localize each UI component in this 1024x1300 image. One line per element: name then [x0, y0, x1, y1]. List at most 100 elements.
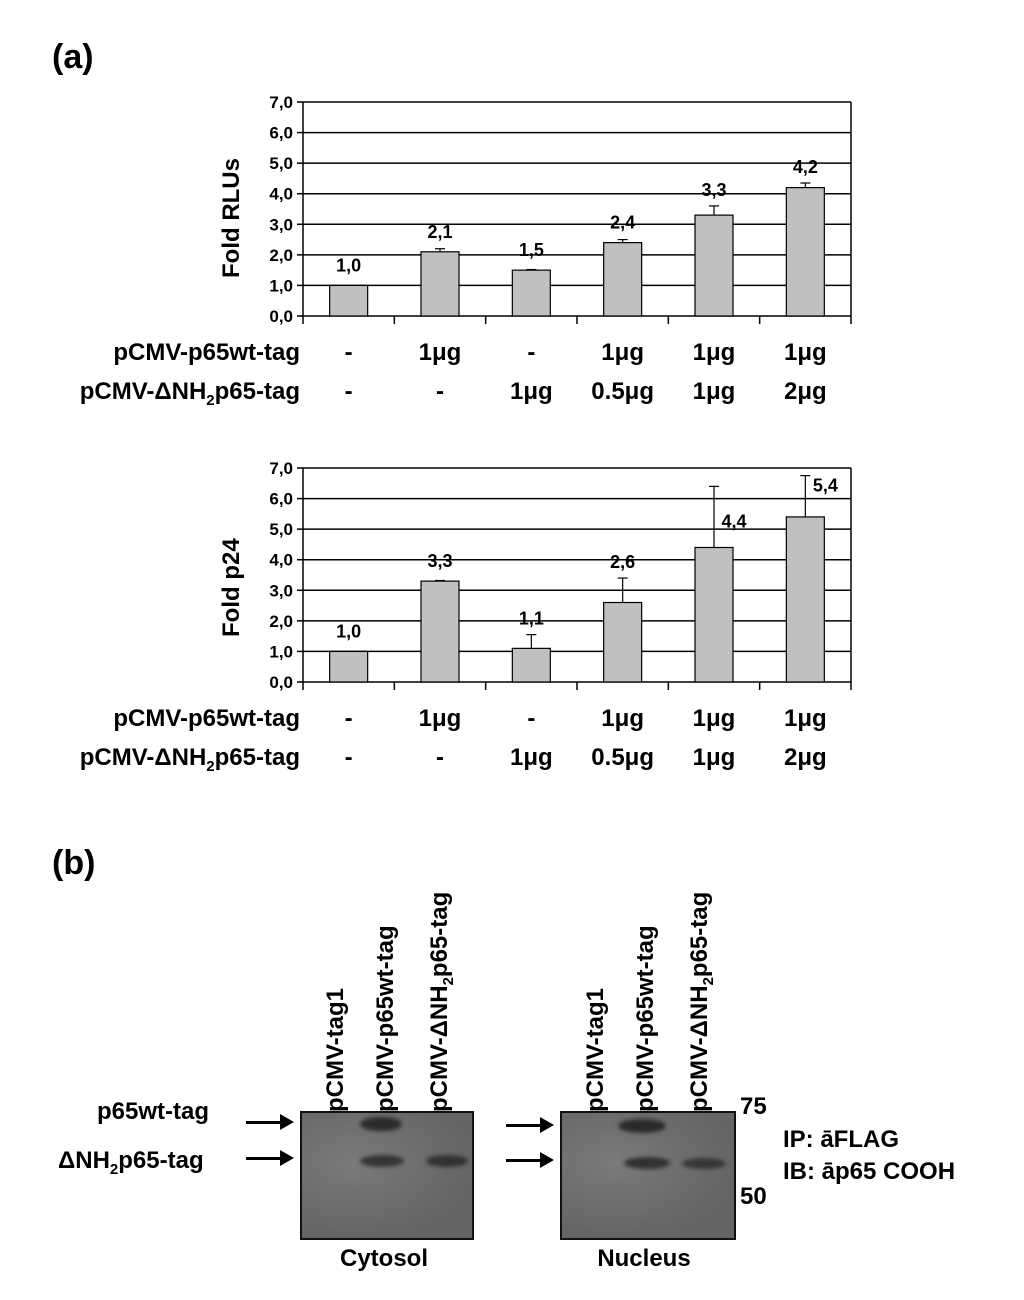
lane-label-nucleus-2: pCMV-p65wt-tag	[632, 925, 659, 1112]
bar	[329, 650, 369, 683]
y-tick-label: 4,0	[269, 185, 293, 204]
panel-label-a: (a)	[52, 38, 94, 76]
data-label: 2,6	[610, 552, 635, 572]
data-label: 3,3	[701, 180, 726, 200]
lane-label-nucleus-3: pCMV-ΔNH2p65-tag	[686, 891, 717, 1112]
bar	[420, 580, 460, 683]
y-tick-label: 6,0	[269, 124, 293, 143]
condition-cell: 1μg	[509, 744, 553, 771]
band	[426, 1155, 468, 1167]
band-label-p65wt: p65wt-tag	[97, 1098, 210, 1125]
arrow-icon	[246, 1114, 294, 1130]
y-tick-label: 3,0	[269, 581, 293, 600]
condition-row2-label: pCMV-ΔNH2p65-tag	[79, 378, 300, 409]
condition-cell: -	[344, 744, 353, 771]
condition-cell: 1μg	[692, 744, 736, 771]
condition-cell: 1μg	[783, 339, 827, 366]
data-label: 4,2	[793, 157, 818, 177]
condition-row2-label: pCMV-ΔNH2p65-tag	[79, 744, 300, 775]
mw-marker-50: 50	[740, 1183, 767, 1210]
band	[618, 1119, 666, 1133]
y-tick-label: 1,0	[269, 276, 293, 295]
data-label: 3,3	[427, 551, 452, 571]
condition-cell: -	[527, 705, 536, 732]
blot-caption-cytosol: Cytosol	[339, 1245, 428, 1272]
y-tick-label: 6,0	[269, 490, 293, 509]
condition-cell: 0.5μg	[591, 744, 655, 771]
bar	[785, 187, 825, 317]
y-tick-label: 1,0	[269, 642, 293, 661]
bar	[694, 214, 734, 317]
condition-cell: -	[344, 339, 353, 366]
condition-cell: 1μg	[601, 705, 644, 732]
data-label: 1,0	[336, 255, 361, 275]
condition-cell: 1μg	[509, 378, 553, 405]
data-label: 2,4	[610, 213, 635, 233]
condition-cell: 1μg	[692, 705, 736, 732]
arrow-icon	[506, 1117, 554, 1133]
y-tick-label: 4,0	[269, 551, 293, 570]
y-tick-label: 7,0	[269, 459, 293, 478]
bar	[511, 269, 551, 317]
bar	[329, 284, 369, 317]
data-label: 2,1	[427, 222, 452, 242]
condition-row1-label: pCMV-p65wt-tag	[113, 339, 300, 366]
band	[624, 1157, 670, 1169]
y-tick-label: 5,0	[269, 154, 293, 173]
y-tick-label: 0,0	[269, 673, 293, 692]
lane-label-cytosol-1: pCMV-tag1	[322, 987, 349, 1112]
blot-cytosol	[300, 1111, 474, 1240]
band	[360, 1155, 404, 1167]
arrow-icon	[246, 1150, 294, 1166]
bar	[420, 251, 460, 317]
condition-cell: 1μg	[418, 705, 462, 732]
bar	[785, 516, 825, 683]
bar	[603, 601, 643, 683]
condition-row1-label: pCMV-p65wt-tag	[113, 705, 300, 732]
condition-cell: 1μg	[783, 705, 827, 732]
condition-cell: 1μg	[692, 378, 736, 405]
data-label: 1,0	[336, 621, 361, 641]
lane-label-cytosol-2: pCMV-p65wt-tag	[372, 925, 399, 1112]
condition-cell: 2μg	[783, 744, 827, 771]
condition-cell: -	[436, 378, 444, 405]
y-tick-label: 7,0	[269, 93, 293, 112]
band	[360, 1117, 402, 1131]
lane-label-nucleus-1: pCMV-tag1	[582, 987, 609, 1112]
y-tick-label: 3,0	[269, 215, 293, 234]
condition-cell: 1μg	[692, 339, 736, 366]
condition-cell: 1μg	[418, 339, 462, 366]
chart-fold-p24-plot: 0,0 1,0 2,0 3,0 4,0 5,0 6,0 7,0 1,0 3,3 1,1 2,6 4,4 5…	[269, 459, 852, 692]
lane-label-cytosol-3: pCMV-ΔNH2p65-tag	[426, 891, 457, 1112]
y-tick-label: 5,0	[269, 520, 293, 539]
blot-nucleus	[560, 1111, 736, 1240]
blot-caption-nucleus: Nucleus	[597, 1245, 691, 1272]
data-label: 4,4	[721, 511, 746, 531]
arrow-icon	[506, 1152, 554, 1168]
data-label: 5,4	[813, 476, 838, 496]
ip-label: IP: āFLAG	[783, 1126, 900, 1153]
condition-cell: -	[344, 705, 353, 732]
panel-label-b: (b)	[52, 844, 96, 882]
condition-cell: 1μg	[601, 339, 644, 366]
y-tick-label: 2,0	[269, 612, 293, 631]
chart-fold-rlus-plot: 0,0 1,0 2,0 3,0 4,0 5,0 6,0 7,0 1,0 2,1 1,5 2,4 3,3 4…	[269, 93, 852, 326]
band	[682, 1158, 726, 1169]
bar	[694, 546, 734, 683]
ib-label: IB: āp65 COOH	[783, 1158, 956, 1185]
data-label: 1,1	[519, 609, 544, 629]
condition-cell: -	[436, 744, 444, 771]
condition-cell: -	[527, 339, 536, 366]
band-label-dnh2p65: ΔNH2p65-tag	[58, 1147, 204, 1178]
y-tick-label: 0,0	[269, 307, 293, 326]
condition-cell: 2μg	[783, 378, 827, 405]
condition-cell: 0.5μg	[591, 378, 655, 405]
y-tick-label: 2,0	[269, 246, 293, 265]
mw-marker-75: 75	[740, 1093, 767, 1120]
data-label: 1,5	[519, 240, 544, 260]
bar	[603, 242, 643, 317]
bar	[511, 647, 551, 683]
condition-cell: -	[344, 378, 353, 405]
